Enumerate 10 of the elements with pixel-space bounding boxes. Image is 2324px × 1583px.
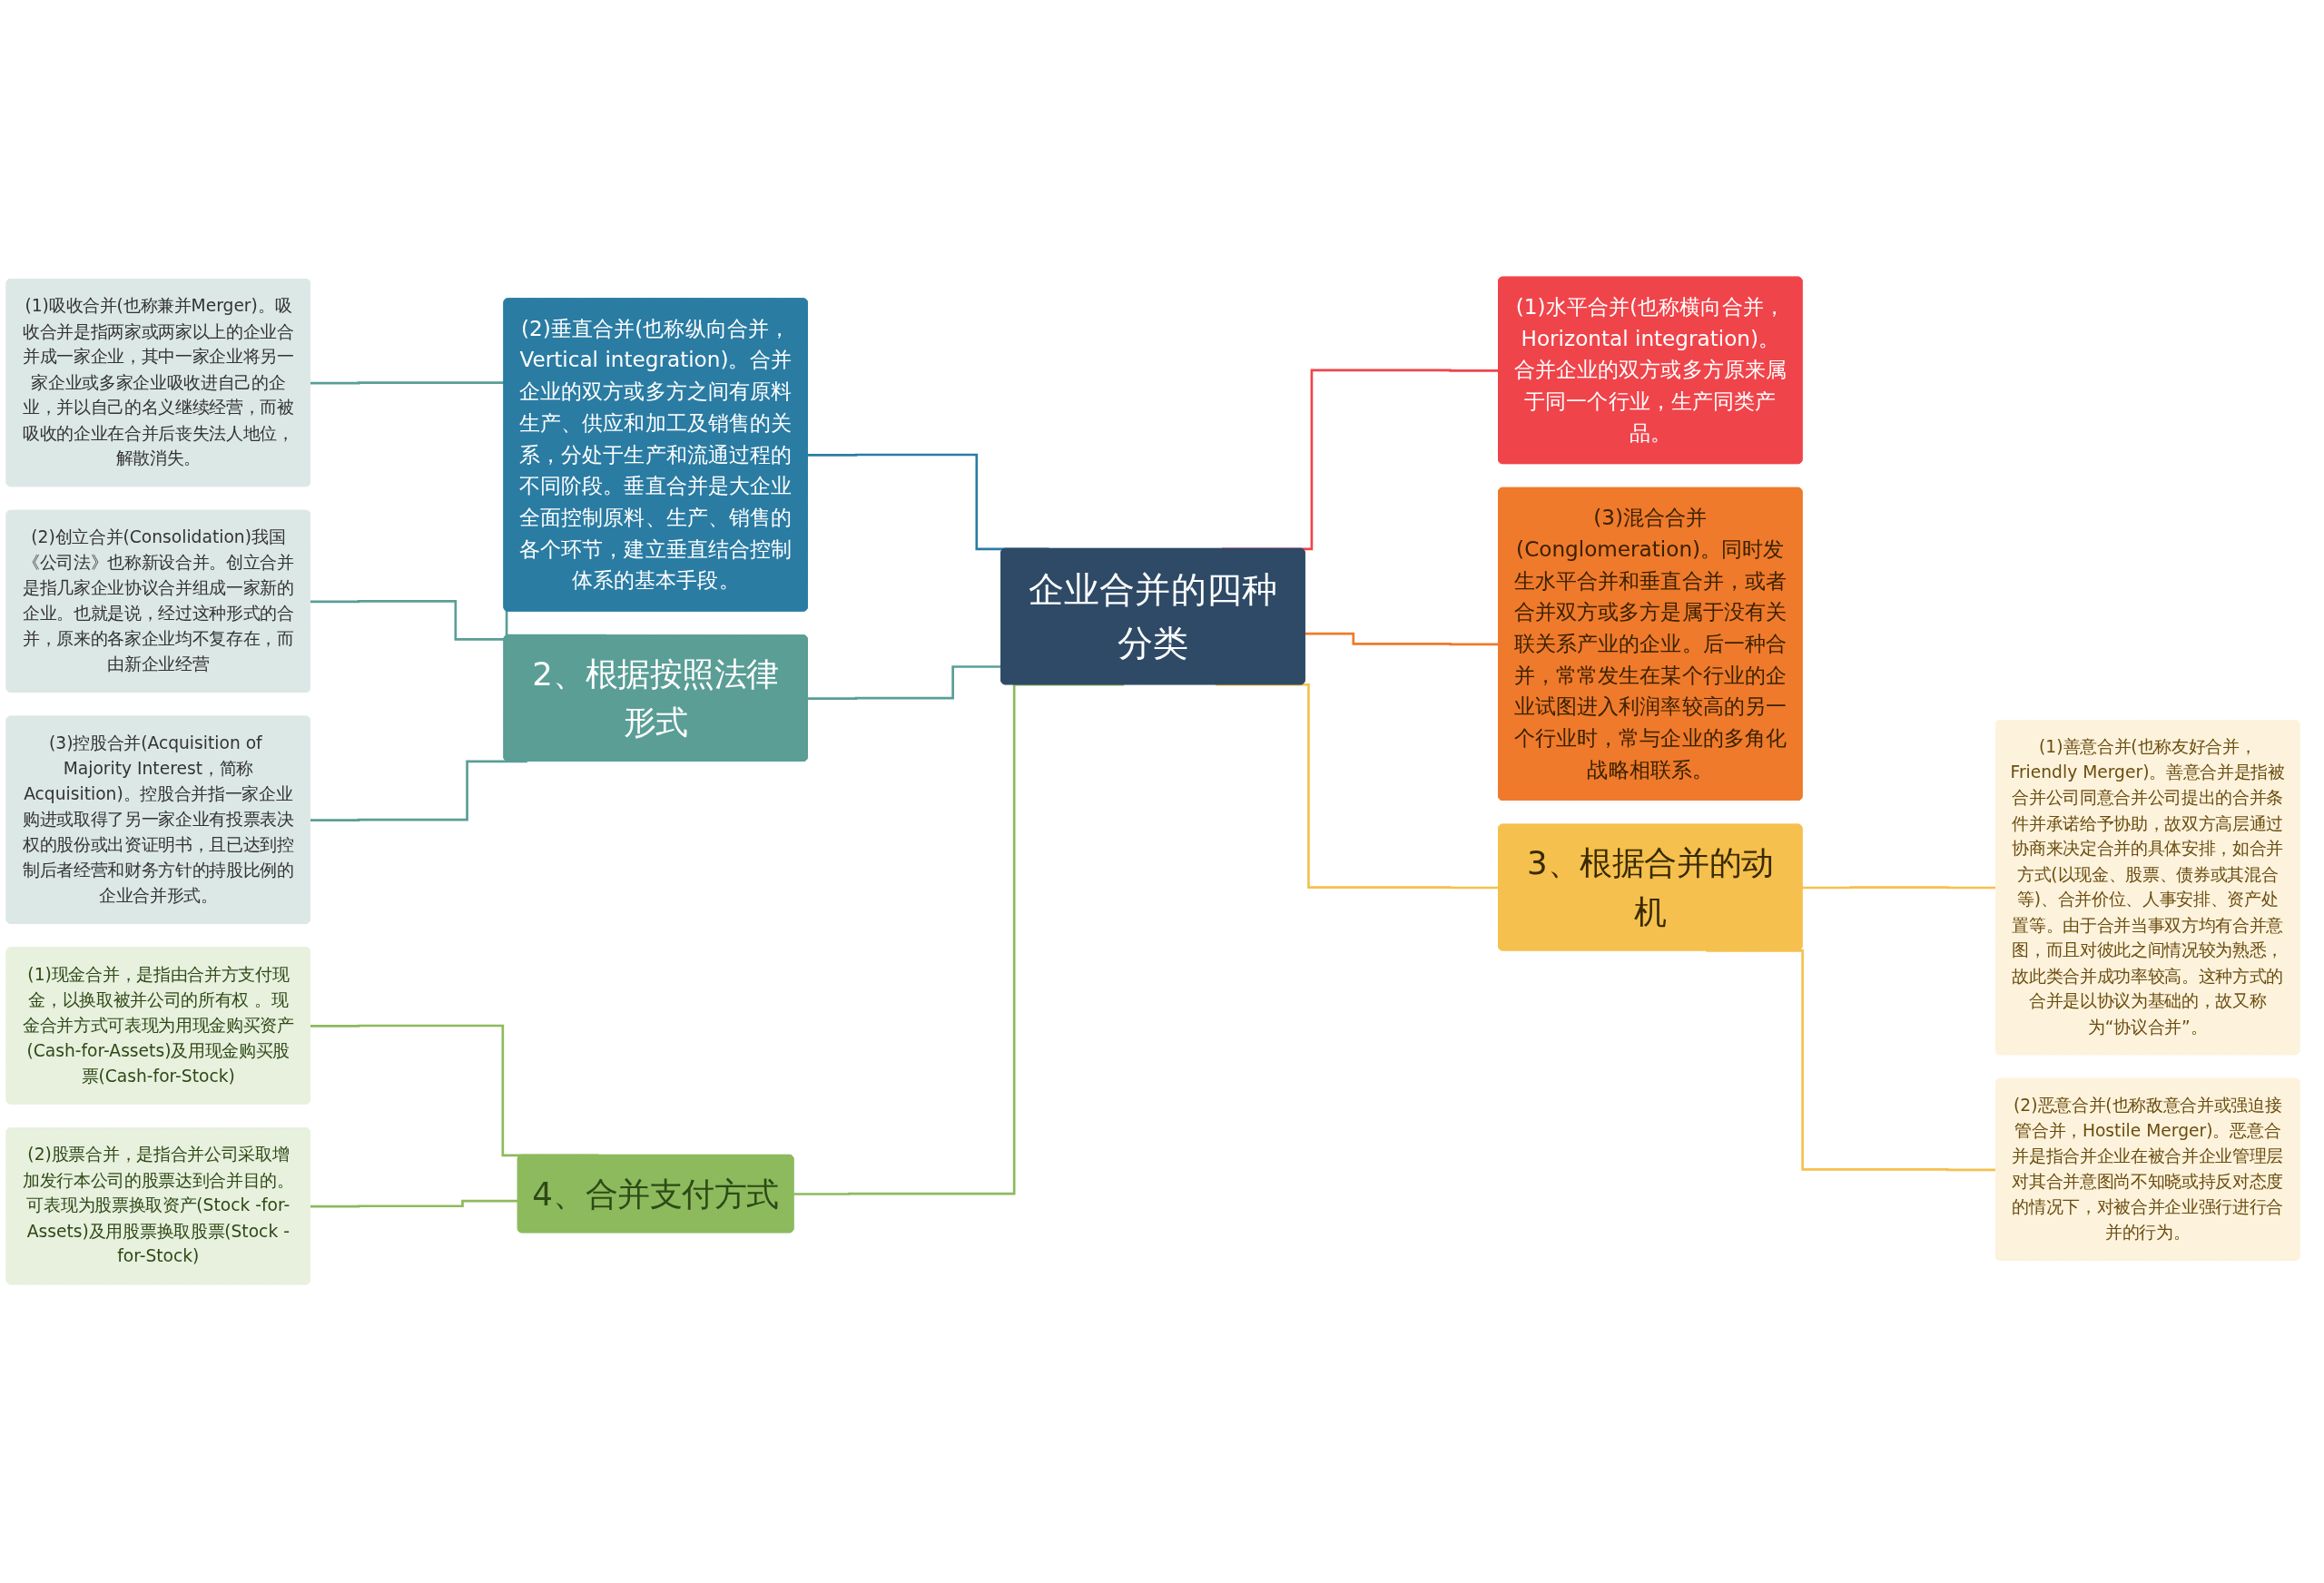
connector: [807, 665, 1002, 700]
connector: [1305, 632, 1500, 646]
connector: [1216, 683, 1500, 890]
connector: [793, 683, 1125, 1195]
connector: [1706, 949, 1996, 1172]
connector: [310, 1199, 518, 1208]
connector: [310, 600, 505, 641]
connector: [310, 760, 527, 821]
connector: [1802, 886, 1996, 890]
mind-map-drawing: 企业合并的四种分类 (2)垂直合并(也称纵向合并，Vertical integration)。合并企业的双方或多方之间有原料生产、供应和加工及销售的关系，分处于生产和流通过程的不同阶段。垂直合并是大企业全面控制原料、生产、销售的各个环节，建立垂直结合控制体系的基本手段。 2、根据按照法律形式 (1)吸收合并(也称兼并Merger)。吸收合并是指两家或两家以上的企业合并成一家企业，其中一家企业将另一家企业或多家企业吸收进自己的企业，并以自己的名义继续经营，而被吸收的企业在合并后丧失法人地位，解散消失。 (2)创立合并(Consolidation)我国《公司法》也称新设合并。创立合并是指几家企业协议合并组成一家新的企业。也就是说，经过这种形式的合并，原来的各家企业均不复存在，而由新企业经营 (3)控股合并(Acquisition of Majority Interest，简称Acquisition)。控股合并指一家企业购进或取得了另一家企业有投票表决权的股份或出资证明书，且已达到控制后者经营和财务方针的持股比例的企业合并形式。 4、合并支付方式 (1)现金合并，是指由合并方支付现金，以换取被并公司的所有权 。现金合并方式可表现为用现金购买资产(Cash-for-Assets)及用现金购买股票(Cash-for-Stock) (2)股票合并，是指合并公司采取增加发行本公司的股票达到合并目的。可表现为股票换取资产(Stock -for-Assets)及用股票换取股票(Stock -for-Stock) (1)水平合并(也称横向合并，Horizontal integration)。合并企业的双方或多方原来属于同一个行业，生产同类产品。 (3)混合合并(Conglomeration)。同时发生水平合并和垂直合并，或者合并双方或多方是属于没有关联关系产业的企业。后一种合并，常常发生在某个行业的企业试图进入利润率较高的另一个行业时，常与企业的多角化战略相联系。 3、根据合并的动机 (1)善意合并(也称友好合并，Friendly Merger)。善意合并是指被合并公司同意合并公司提出的合并条件并承诺给予协助，故双方高层通过协商来决定合并的具体安排，如合并方式(以现金、股票、债券或其混合等)、合并价位、人事安排、资产处置等。由于合并当事双方均有合并意图，而且对彼此之间情况较为熟悉，故此类合并成功率较高。这种方式的合并是以协议为基础的，故又称为“协议合并”。 (2)恶意合并(也称敌意合并或强迫接管合并，Hostile Merger)。恶意合并是指合并企业在被合并企业管理层对其合并意图尚不知晓或持反对态度的情况下，对被合并企业强行进行合并的行为。: [0, 0, 2306, 1561]
